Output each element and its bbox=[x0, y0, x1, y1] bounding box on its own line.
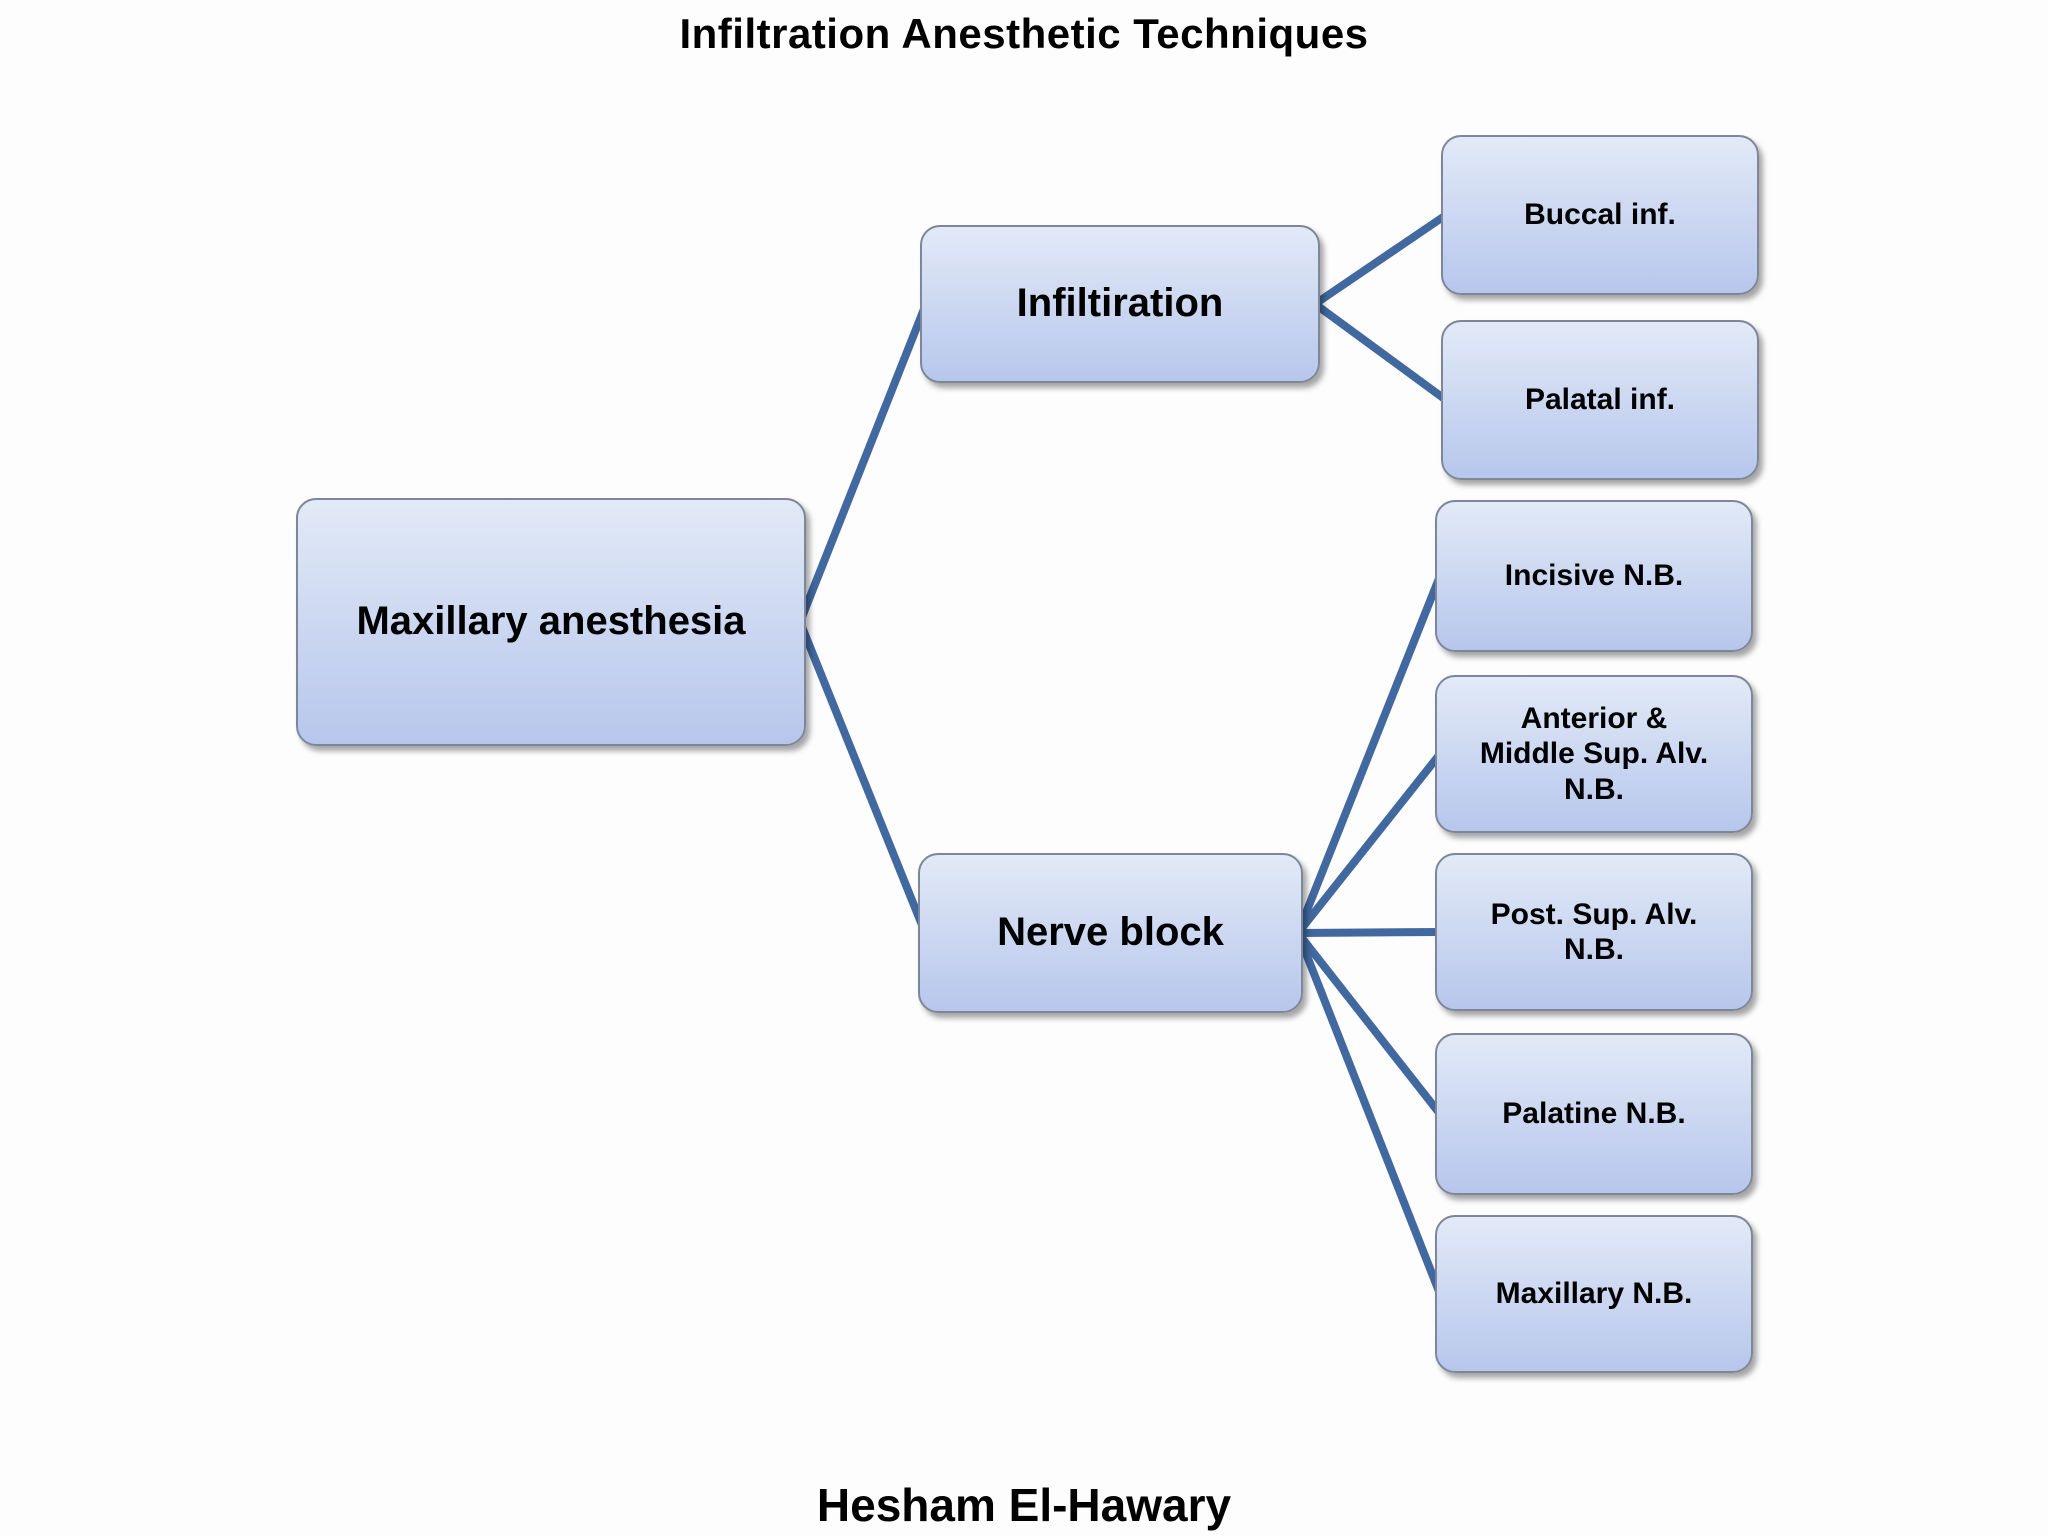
node-label: Maxillary N.B. bbox=[1495, 1277, 1693, 1311]
node-anterior-middle-sup-alv-nb: Anterior & Middle Sup. Alv. N.B. bbox=[1435, 675, 1753, 833]
node-post-sup-alv-nb: Post. Sup. Alv. N.B. bbox=[1435, 853, 1753, 1011]
node-incisive-nb: Incisive N.B. bbox=[1435, 500, 1753, 652]
connector-infiltration-to-buccal bbox=[1312, 211, 1449, 308]
page-title: Infiltration Anesthetic Techniques bbox=[679, 10, 1369, 57]
node-label: Nerve block bbox=[997, 910, 1224, 955]
node-label: Palatine N.B. bbox=[1502, 1097, 1686, 1131]
credit-text: Hesham El-Hawary bbox=[816, 1479, 1232, 1531]
node-palatal-inf: Palatal inf. bbox=[1441, 320, 1759, 480]
node-label: Anterior & Middle Sup. Alv. N.B. bbox=[1479, 701, 1709, 806]
connector-nerve-block-to-anterior bbox=[1294, 751, 1444, 936]
node-maxillary-nb: Maxillary N.B. bbox=[1435, 1215, 1753, 1373]
connector-nerve-block-to-incisive bbox=[1294, 574, 1444, 935]
node-label: Buccal inf. bbox=[1524, 198, 1676, 232]
connector-root-to-nerve-block bbox=[796, 620, 930, 937]
node-nerve-block: Nerve block bbox=[918, 853, 1303, 1013]
connector-nerve-block-to-post bbox=[1297, 928, 1441, 937]
node-label: Post. Sup. Alv. N.B. bbox=[1490, 897, 1698, 966]
node-buccal-inf: Buccal inf. bbox=[1441, 135, 1759, 295]
connector-nerve-block-to-maxillary bbox=[1294, 931, 1444, 1296]
node-label: Infiltiration bbox=[1016, 281, 1224, 326]
node-maxillary-anesthesia: Maxillary anesthesia bbox=[296, 498, 806, 746]
node-label: Palatal inf. bbox=[1524, 383, 1676, 417]
node-palatine-nb: Palatine N.B. bbox=[1435, 1033, 1753, 1195]
node-label: Maxillary anesthesia bbox=[356, 599, 746, 644]
connector-root-to-infiltration bbox=[796, 302, 930, 624]
node-infiltration: Infiltiration bbox=[920, 225, 1320, 383]
node-label: Incisive N.B. bbox=[1504, 559, 1684, 593]
connector-infiltration-to-palatal bbox=[1312, 300, 1449, 404]
connector-nerve-block-to-palatine bbox=[1294, 930, 1444, 1117]
